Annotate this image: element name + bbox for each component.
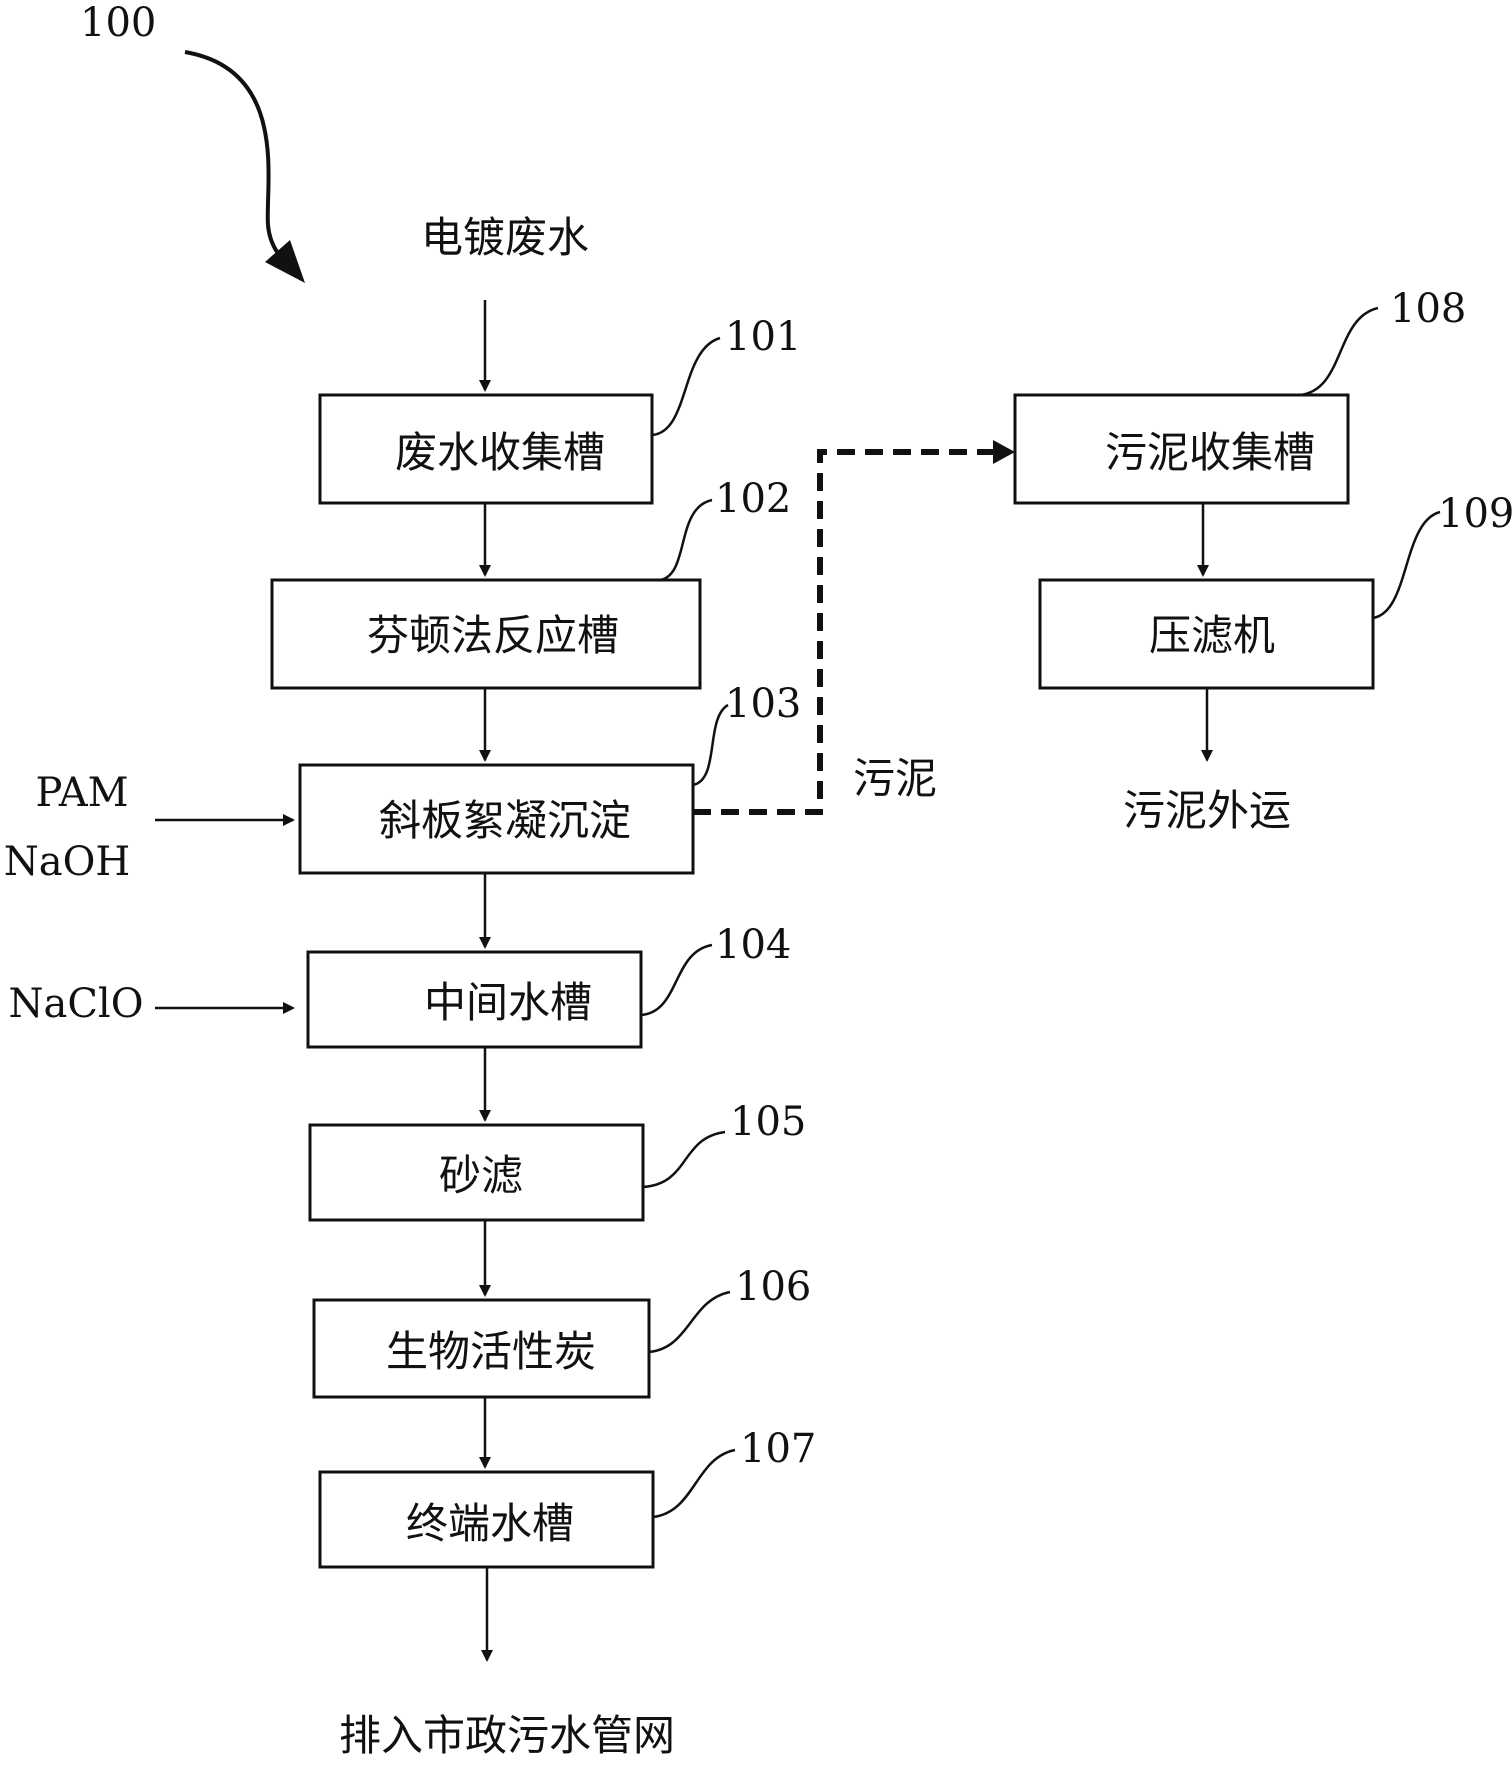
sludge-label: 污泥 bbox=[853, 754, 937, 803]
leader-107 bbox=[652, 1448, 736, 1519]
figure-label: 100 bbox=[80, 0, 156, 46]
output-label: 排入市政污水管网 bbox=[339, 1711, 675, 1760]
ref-107: 107 bbox=[740, 1426, 816, 1472]
sand-filter-box bbox=[308, 1123, 645, 1222]
leader-103 bbox=[692, 703, 729, 787]
figure-curved-arrow bbox=[184, 50, 297, 274]
additive-naoh: NaOH bbox=[4, 839, 131, 885]
filter-press-label: 压滤机 bbox=[1149, 611, 1275, 660]
leader-108 bbox=[1299, 306, 1379, 397]
leader-105 bbox=[642, 1130, 726, 1189]
sludge-dashed-arrowhead bbox=[993, 440, 1015, 464]
leader-109 bbox=[1372, 510, 1441, 620]
leader-106 bbox=[648, 1290, 731, 1354]
leader-102 bbox=[659, 498, 713, 582]
ref-101: 101 bbox=[725, 314, 801, 360]
sludge-collection-tank-box bbox=[1013, 393, 1350, 505]
inclined-plate-settling-label: 斜板絮凝沉淀 bbox=[379, 796, 631, 845]
sludge-collection-tank-label: 污泥收集槽 bbox=[1105, 428, 1315, 477]
additive-naclo: NaClO bbox=[8, 981, 143, 1027]
sludge-dashed-line bbox=[693, 449, 1005, 815]
inclined-plate-settling-box bbox=[298, 763, 695, 875]
ref-109: 109 bbox=[1438, 491, 1512, 537]
figure-curved-arrowhead bbox=[265, 240, 305, 283]
intermediate-tank-box bbox=[306, 950, 643, 1049]
intermediate-tank-label: 中间水槽 bbox=[424, 978, 592, 1027]
ref-105: 105 bbox=[730, 1099, 806, 1145]
sand-filter-label: 砂滤 bbox=[439, 1151, 523, 1200]
ref-106: 106 bbox=[735, 1264, 811, 1310]
leader-104 bbox=[640, 943, 713, 1017]
ref-104: 104 bbox=[715, 922, 791, 968]
sludge-output-label: 污泥外运 bbox=[1123, 786, 1291, 835]
ref-102: 102 bbox=[715, 476, 791, 522]
ref-103: 103 bbox=[725, 681, 801, 727]
waste-water-collection-tank-label: 废水收集槽 bbox=[395, 428, 605, 477]
ref-108: 108 bbox=[1390, 286, 1466, 332]
biological-activated-carbon-box bbox=[312, 1298, 651, 1399]
terminal-tank-label: 终端水槽 bbox=[406, 1499, 574, 1548]
additive-pam: PAM bbox=[35, 770, 128, 816]
leader-101 bbox=[651, 336, 721, 437]
fenton-reaction-tank-label: 芬顿法反应槽 bbox=[367, 611, 619, 660]
biological-activated-carbon-label: 生物活性炭 bbox=[386, 1327, 596, 1376]
input-label: 电镀废水 bbox=[421, 213, 589, 262]
